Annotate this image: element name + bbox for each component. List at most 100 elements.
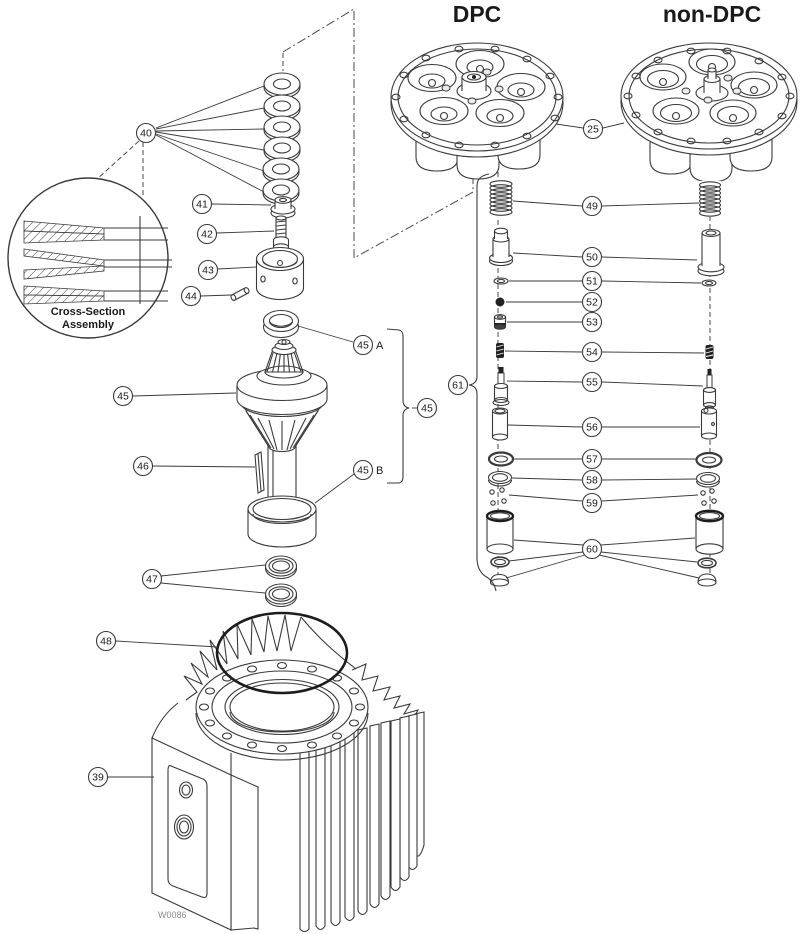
- callout-45-group: 45: [412, 397, 438, 419]
- callout-45B: 45 B: [314, 459, 383, 504]
- callout-60: 60: [505, 537, 700, 579]
- leader-line-40: [155, 128, 265, 132]
- piston-60-right: [694, 509, 725, 555]
- callout-45-main: 45: [112, 385, 237, 407]
- leader-line-46: [152, 465, 256, 468]
- leader-line-56: [507, 424, 583, 428]
- leader-line-25: [602, 122, 625, 129]
- ring-51-right: [701, 279, 717, 287]
- leader-line-60: [600, 537, 696, 546]
- oring-57-right: [695, 451, 723, 469]
- leader-line-60: [513, 539, 584, 546]
- oring-57-left: [487, 451, 515, 467]
- callout-circle-25: [582, 118, 604, 140]
- valve-stem-55-right: [702, 369, 717, 410]
- callout-40: 40: [135, 85, 265, 193]
- callout-label-46: 46: [137, 461, 149, 473]
- callout-label-49: 49: [586, 201, 598, 213]
- ring-58-left: [487, 470, 513, 487]
- callout-label-48: 48: [100, 636, 112, 648]
- callout-label-42: 42: [201, 229, 213, 241]
- crankcase-side-fins: [299, 711, 425, 933]
- screw-42: [272, 215, 290, 251]
- callout-50: 50: [512, 246, 698, 268]
- spring-54-left: [496, 343, 504, 358]
- callout-circle-40: [135, 122, 157, 144]
- callout-41: 41: [191, 193, 272, 215]
- leader-line-49: [601, 202, 700, 207]
- leader-line-42: [216, 230, 275, 234]
- leader-line-44: [200, 294, 232, 297]
- callout-circle-56: [581, 416, 603, 438]
- callout-label-56: 56: [586, 422, 598, 434]
- leader-line-47: [160, 564, 266, 577]
- retainer-cup-43: [255, 246, 305, 301]
- leader-line-40: [155, 133, 265, 172]
- washer-stack: [262, 72, 301, 205]
- callout-circle-59: [581, 492, 603, 514]
- callout-circle-48: [95, 630, 117, 652]
- leader-line-49: [512, 200, 583, 207]
- callout-suffix-45B: B: [376, 465, 383, 477]
- callout-51: 51: [509, 270, 702, 292]
- callout-circle-44: [180, 285, 202, 307]
- piston-60-left: [485, 509, 515, 555]
- callout-circle-50: [581, 246, 603, 268]
- leader-line-47: [160, 582, 266, 594]
- dpc-rim-holes: [391, 45, 563, 149]
- callout-label-45A: 45: [357, 340, 369, 352]
- callout-label-55: 55: [586, 377, 598, 389]
- nondpc-center-hub: [681, 67, 742, 104]
- sleeve-50-right: [697, 228, 725, 277]
- leader-line-60: [600, 551, 698, 563]
- callout-48: 48: [95, 630, 219, 652]
- callout-25: 25: [555, 118, 625, 140]
- callout-label-60: 60: [586, 544, 598, 556]
- callout-circle-60: [581, 538, 603, 560]
- callout-circle-46: [132, 455, 154, 477]
- callout-circle-43: [197, 259, 219, 281]
- callout-54: 54: [504, 341, 705, 363]
- callout-52: 52: [506, 291, 603, 313]
- callout-suffix-45A: A: [376, 340, 384, 352]
- pin-44: [230, 287, 250, 301]
- leader-line-60: [598, 554, 700, 579]
- crankcase-top-fins: [183, 614, 425, 720]
- nondpc-rim-holes: [623, 47, 795, 145]
- crankcase-front-faces: [151, 702, 259, 931]
- sleeve-53-left: [493, 314, 507, 330]
- ball-52: [495, 297, 505, 307]
- leader-line-50: [601, 256, 698, 261]
- inspection-ellipse-48: [215, 611, 349, 695]
- callout-label-50: 50: [586, 252, 598, 264]
- leader-line-58: [601, 478, 697, 481]
- callout-label-25: 25: [587, 124, 599, 136]
- callout-label-39: 39: [92, 772, 104, 784]
- leader-line-54: [601, 351, 705, 354]
- inset-label-line1: Cross-Section: [51, 306, 126, 318]
- ring-60-right: [697, 557, 717, 569]
- watermark: W0086: [158, 910, 187, 920]
- callout-circle-57: [581, 448, 603, 470]
- guide-56-right: [700, 407, 718, 440]
- leader-line-45-main: [132, 392, 237, 397]
- callout-circle-39: [87, 766, 109, 788]
- leader-line-50: [512, 252, 583, 258]
- callout-label-53: 53: [586, 317, 598, 329]
- callout-47: 47: [141, 564, 266, 594]
- guide-56-left: [491, 407, 509, 441]
- leader-line-25: [555, 123, 584, 129]
- callout-label-45-group: 45: [421, 403, 433, 415]
- callout-circle-47: [141, 568, 163, 590]
- callout-label-45B: 45: [357, 465, 369, 477]
- ring-51-left: [493, 277, 509, 285]
- callout-circle-45-group: [416, 397, 438, 419]
- callout-circle-45B: [352, 459, 374, 481]
- callout-label-61: 61: [452, 380, 464, 392]
- brace-61-group: [468, 173, 497, 592]
- callout-circle-51: [581, 270, 603, 292]
- valve-column-left: [485, 180, 515, 587]
- callout-label-57: 57: [586, 454, 598, 466]
- callout-label-40: 40: [140, 128, 152, 140]
